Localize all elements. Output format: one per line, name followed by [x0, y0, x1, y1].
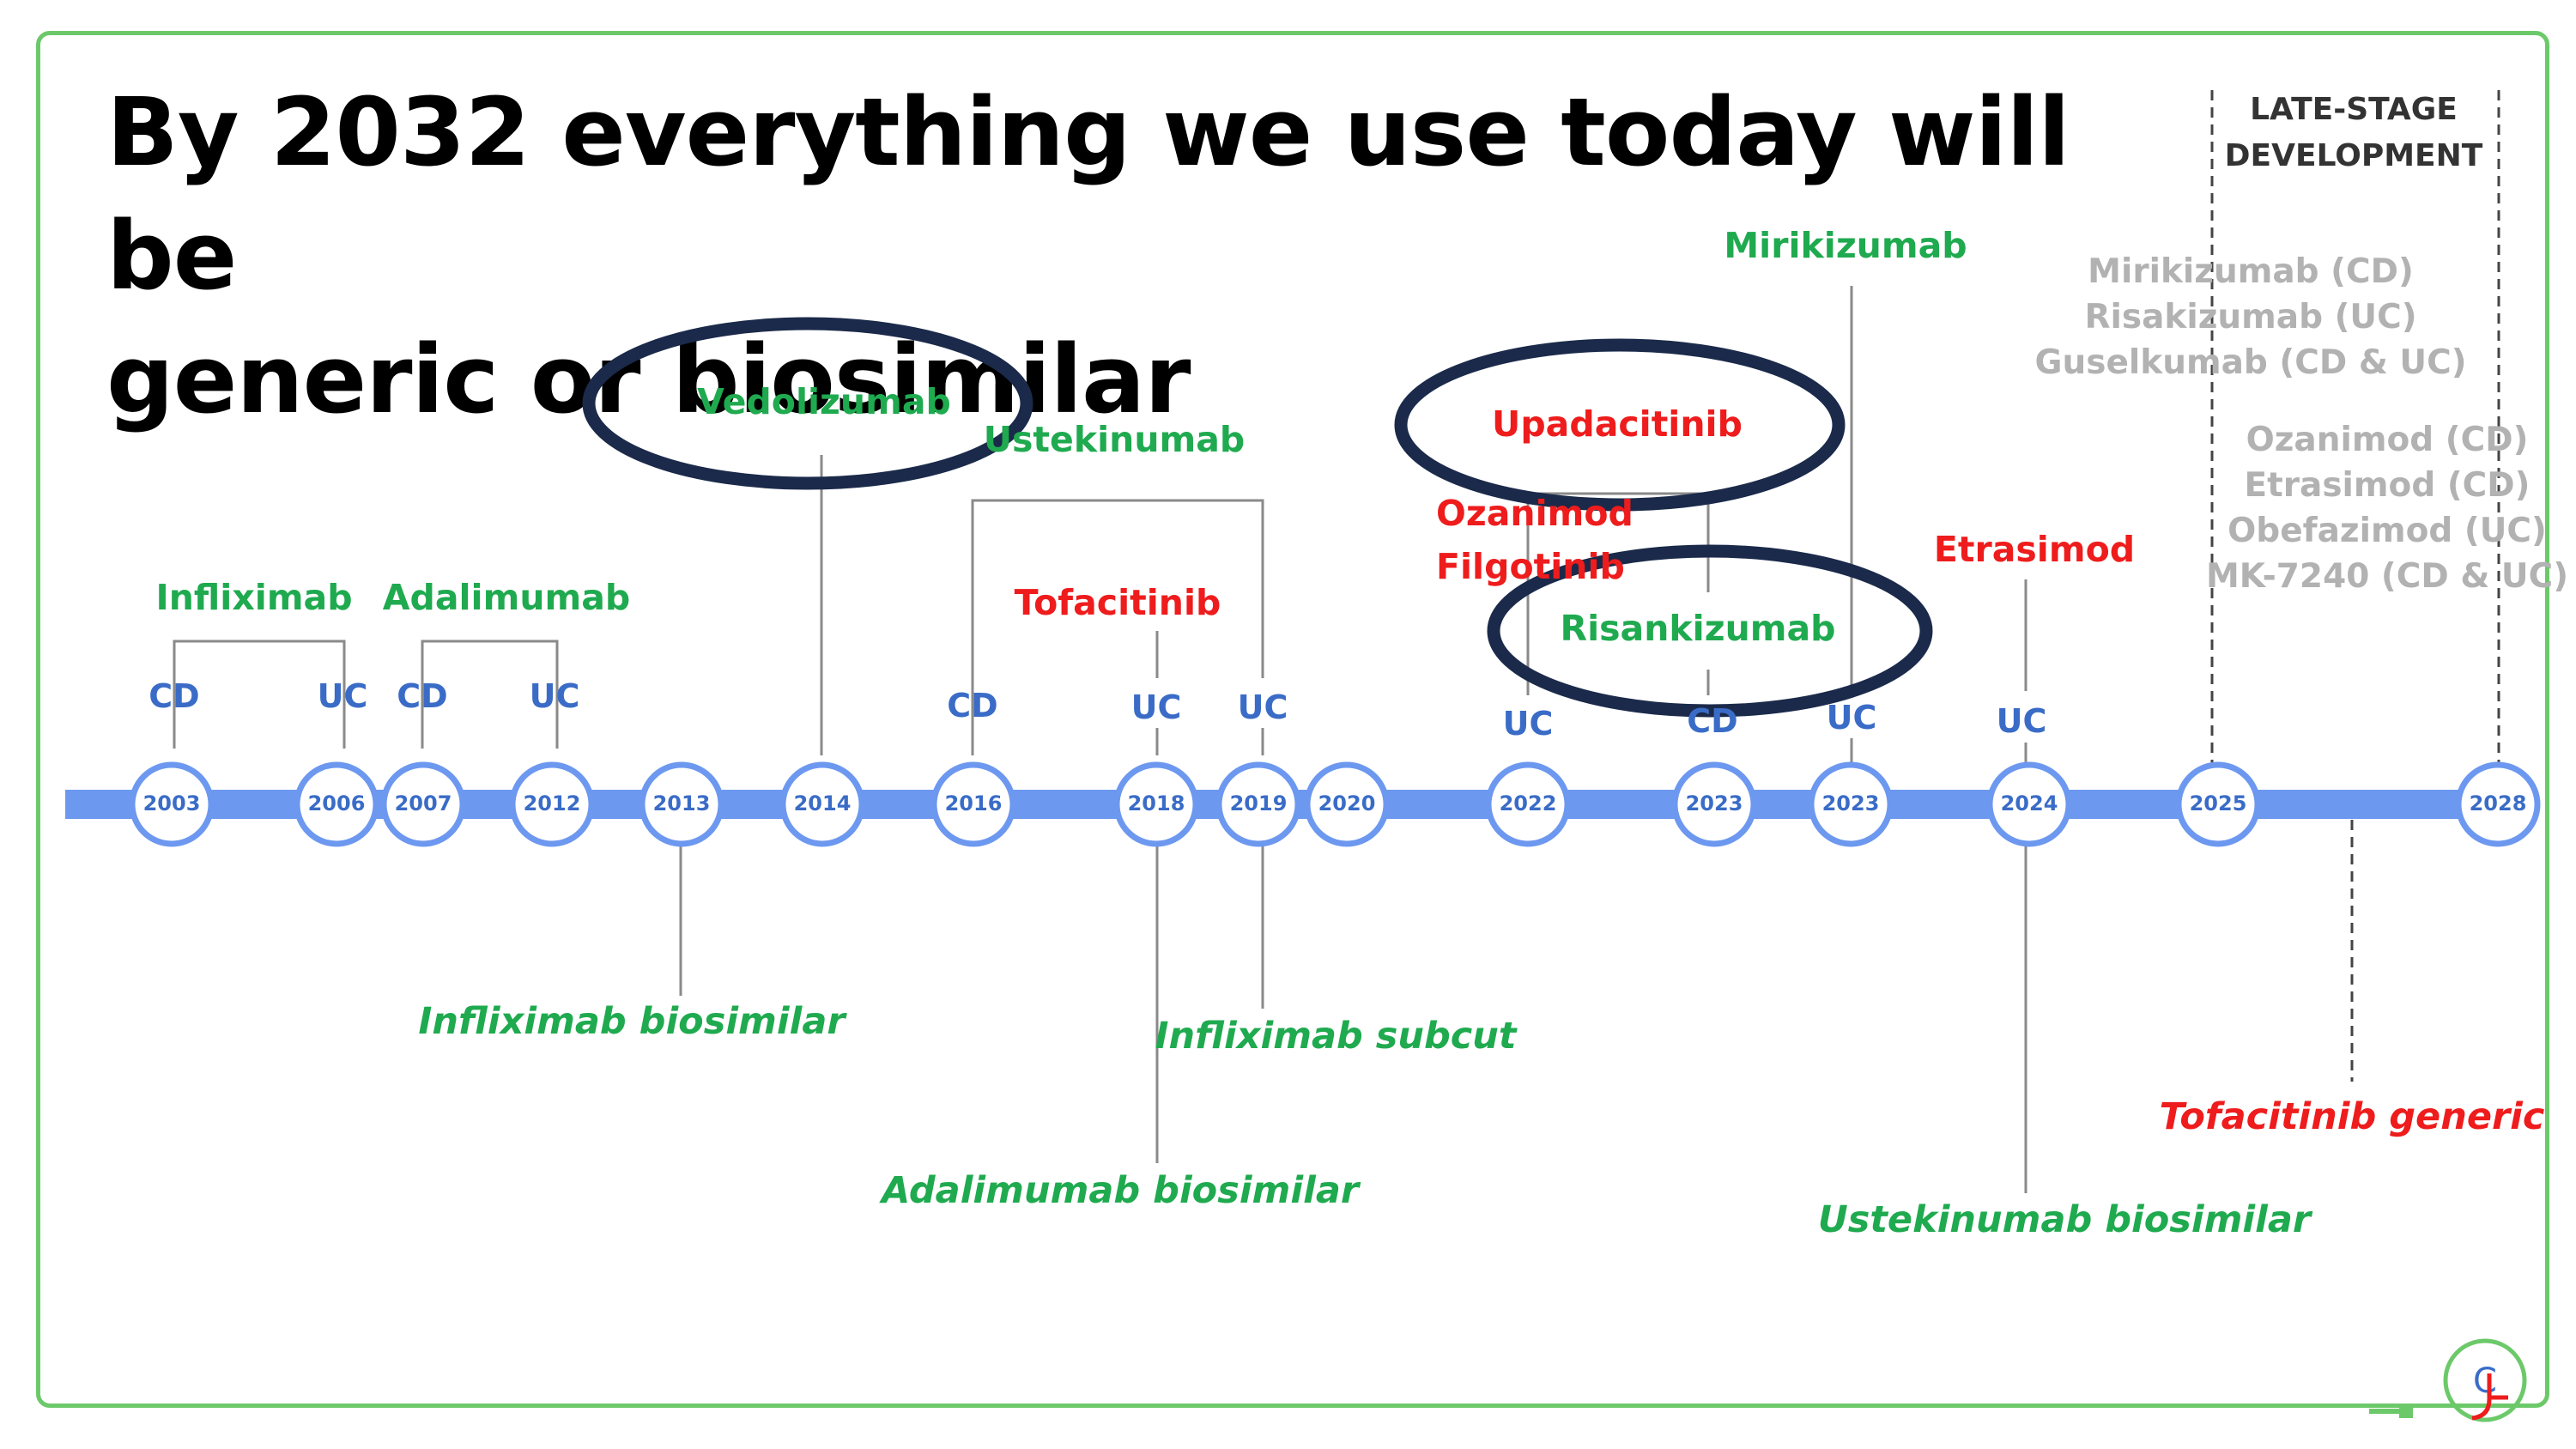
slide-frame	[36, 31, 2549, 1408]
year-node-2012	[509, 761, 595, 847]
svg-text:C: C	[2473, 1361, 2497, 1401]
year-node-2018	[1113, 761, 1199, 847]
pipeline-item: Ozanimod (CD)	[2246, 421, 2529, 459]
late-stage-header: LATE-STAGE DEVELOPMENT	[2225, 87, 2483, 179]
pipeline-group-2: Ozanimod (CD) Etrasimod (CD) Obefazimod …	[2206, 417, 2568, 599]
year-node-2023	[1671, 761, 1757, 847]
pipeline-item: Guselkumab (CD & UC)	[2034, 343, 2467, 382]
year-node-2025	[2175, 761, 2261, 847]
year-node-2013	[639, 761, 724, 847]
year-node-2022	[1485, 761, 1571, 847]
infliximab-bracket	[173, 640, 346, 749]
year-node-2020	[1304, 761, 1390, 847]
label-tofacitinib: Tofacitinib	[1014, 582, 1221, 623]
year-node-2019	[1215, 761, 1301, 847]
pipeline-item: Mirikizumab (CD)	[2088, 252, 2414, 291]
label-ustekinumab-biosimilar: Ustekinumab biosimilar	[1817, 1198, 2312, 1241]
label-ozanimod: Ozanimod	[1436, 493, 1633, 534]
year-node-2028	[2455, 761, 2541, 847]
indication-ustekinumab-uc: UC	[1237, 688, 1288, 726]
label-ustekinumab: Ustekinumab	[983, 419, 1246, 460]
label-upadacitinib: Upadacitinib	[1492, 403, 1743, 445]
indication-adalimumab-uc: UC	[529, 677, 580, 715]
pipeline-item: Obefazimod (UC)	[2227, 512, 2547, 550]
indication-infliximab-uc: UC	[317, 677, 368, 715]
label-mirikizumab: Mirikizumab	[1724, 225, 1967, 266]
adalimumab-bracket	[421, 640, 559, 749]
year-label: 2020	[1318, 791, 1376, 815]
year-label: 2003	[142, 791, 201, 815]
indication-tofacitinib-uc: UC	[1130, 688, 1182, 726]
year-node-2014	[779, 761, 865, 847]
label-adalimumab: Adalimumab	[382, 577, 631, 618]
ustekinumab-bracket	[971, 499, 1264, 755]
year-label: 2013	[652, 791, 711, 815]
indication-mirikizumab-uc: UC	[1826, 699, 1877, 737]
year-label: 2006	[307, 791, 366, 815]
year-label: 2024	[2000, 791, 2058, 815]
year-label: 2028	[2469, 791, 2527, 815]
indication-risankizumab-cd: CD	[1687, 702, 1738, 740]
vedolizumab-highlight-ring	[582, 317, 1033, 490]
pipeline-item: MK-7240 (CD & UC)	[2205, 557, 2569, 596]
year-node-2023	[1808, 761, 1894, 847]
year-label: 2025	[2189, 791, 2247, 815]
late-stage-line-1: LATE-STAGE	[2250, 92, 2458, 127]
pipeline-group-1: Mirikizumab (CD) Risakizumab (UC) Guselk…	[2034, 249, 2466, 385]
year-label: 2019	[1229, 791, 1288, 815]
year-node-2007	[380, 761, 466, 847]
year-label: 2014	[793, 791, 852, 815]
label-infliximab: Infliximab	[155, 577, 353, 618]
year-label: 2007	[394, 791, 452, 815]
upadacitinib-highlight-ring	[1394, 338, 1846, 512]
label-vedolizumab: Vedolizumab	[697, 381, 951, 422]
year-label: 2023	[1685, 791, 1743, 815]
late-stage-line-2: DEVELOPMENT	[2224, 138, 2483, 173]
year-node-2024	[1986, 761, 2072, 847]
indication-ozanimod-uc: UC	[1502, 705, 1554, 743]
year-label: 2016	[944, 791, 1003, 815]
label-infliximab-subcut: Infliximab subcut	[1155, 1015, 1517, 1058]
year-label: 2023	[1821, 791, 1880, 815]
risankizumab-highlight-ring	[1487, 544, 1933, 718]
pipeline-item: Risakizumab (UC)	[2084, 298, 2417, 336]
title-line-1: By 2032 everything we use today will be	[106, 77, 2070, 311]
indication-ustekinumab-cd: CD	[947, 687, 998, 724]
year-node-2016	[930, 761, 1016, 847]
indication-etrasimod-uc: UC	[1996, 702, 2047, 740]
year-nodes	[129, 761, 2541, 847]
label-etrasimod: Etrasimod	[1933, 529, 2136, 570]
year-node-2003	[129, 761, 215, 847]
year-label: 2022	[1499, 791, 1557, 815]
indication-adalimumab-cd: CD	[397, 677, 448, 715]
year-label: 2012	[523, 791, 581, 815]
label-adalimumab-biosimilar: Adalimumab biosimilar	[881, 1169, 1360, 1212]
label-risankizumab: Risankizumab	[1560, 608, 1836, 649]
pipeline-item: Etrasimod (CD)	[2244, 466, 2531, 505]
label-filgotinib: Filgotinib	[1436, 546, 1625, 587]
year-node-2006	[294, 761, 379, 847]
year-label: 2018	[1127, 791, 1185, 815]
label-infliximab-biosimilar: Infliximab biosimilar	[418, 1000, 846, 1043]
indication-infliximab-cd: CD	[148, 677, 200, 715]
label-tofacitinib-generic: Tofacitinib generic	[2159, 1095, 2545, 1138]
